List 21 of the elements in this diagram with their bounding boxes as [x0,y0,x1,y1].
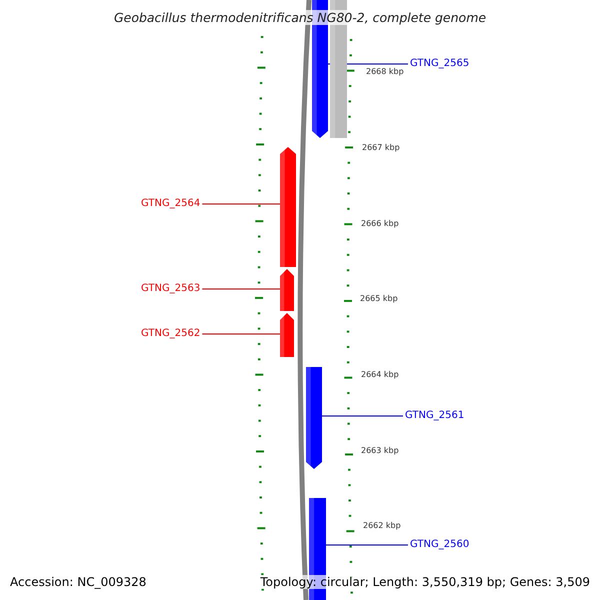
scale-label: 2664 kbp [361,370,399,380]
gene-feature-block [280,269,294,311]
leader-line [326,544,408,546]
scale-label: 2668 kbp [366,67,404,77]
gene-label: GTNG_2561 [405,410,464,422]
scale-label: 2663 kbp [361,446,399,456]
leader-line [202,288,280,290]
gene-feature-block [280,313,294,357]
accession-text: Accession: NC_009328 [10,575,146,589]
gene-feature-block [306,367,322,469]
gene-label: GTNG_2560 [410,539,470,551]
genome-info-text: Topology: circular; Length: 3,550,319 bp; Genes: 3,509 [260,575,590,589]
gene-label: GTNG_2563 [141,283,200,295]
gene-label: GTNG_2565 [410,58,470,70]
gene-label: GTNG_2564 [141,198,200,210]
scale-label: 2667 kbp [362,143,400,153]
scale-label: 2662 kbp [363,521,401,531]
scale-label: 2666 kbp [361,219,399,229]
gene-label: GTNG_2562 [141,328,200,340]
gene-feature-block [280,147,296,267]
scale-label: 2665 kbp [360,294,398,304]
